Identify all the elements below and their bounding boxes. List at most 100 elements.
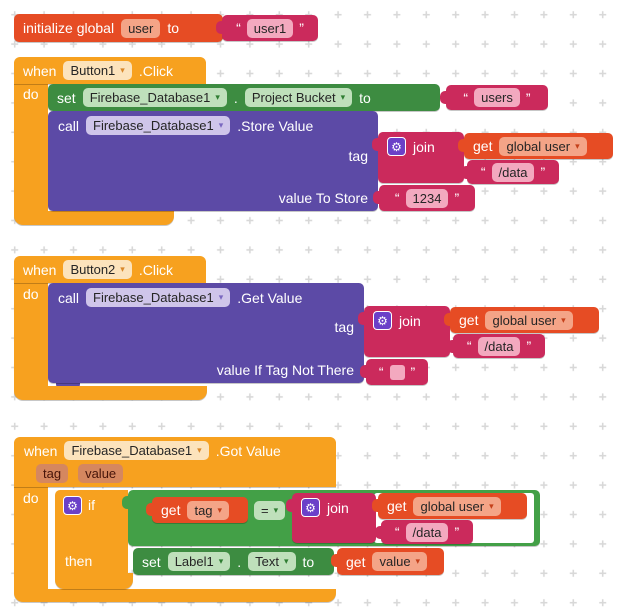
empty-string-field[interactable]	[389, 364, 405, 380]
call-keyword: call	[58, 289, 80, 306]
when-button2-click-block[interactable]: when Button2 ▾ .Click	[14, 256, 206, 283]
event-name: .Got Value	[215, 442, 281, 459]
string-value-field[interactable]: 1234	[405, 188, 449, 208]
text-string-block[interactable]: “ users ”	[440, 85, 548, 110]
component-dropdown[interactable]: Button2 ▾	[63, 260, 132, 279]
component-dropdown[interactable]: Button1 ▾	[63, 61, 132, 80]
component-name: Button1	[70, 63, 116, 78]
string-value-field[interactable]: users	[474, 88, 520, 107]
variable-dropdown[interactable]: global user ▾	[499, 136, 587, 156]
set-label-text-block[interactable]: set Label1 ▾ . Text ▾ to	[133, 548, 334, 575]
close-quote: ”	[454, 524, 460, 540]
get-variable-block[interactable]: get global user ▾	[444, 307, 599, 333]
get-variable-block[interactable]: get global user ▾	[458, 133, 613, 159]
string-value-field[interactable]: /data	[491, 162, 535, 182]
variable-name: global user	[506, 138, 571, 154]
dot-separator: .	[233, 89, 238, 106]
join-block[interactable]: ⚙ join	[372, 132, 464, 183]
when-button1-body[interactable]: do	[14, 80, 48, 211]
when-button2-body[interactable]: do	[14, 280, 48, 386]
mutator-gear-icon[interactable]: ⚙	[63, 496, 82, 515]
open-quote: “	[463, 89, 469, 106]
tag-param-label: tag	[334, 319, 354, 335]
component-dropdown[interactable]: Firebase_Database1 ▾	[86, 288, 231, 307]
set-project-bucket-block[interactable]: set Firebase_Database1 ▾ . Project Bucke…	[48, 84, 440, 111]
tag-param-label: tag	[348, 148, 368, 164]
open-quote: “	[236, 20, 241, 36]
text-string-block[interactable]: “ /data ”	[461, 160, 559, 184]
text-string-block[interactable]: “ /data ”	[375, 520, 473, 544]
call-get-value-block[interactable]: call Firebase_Database1 ▾ .Get Value tag…	[48, 283, 364, 383]
property-dropdown[interactable]: Project Bucket ▾	[244, 88, 353, 107]
text-string-block[interactable]: “ user1 ”	[216, 15, 318, 41]
string-value-field[interactable]: user1	[246, 18, 294, 38]
property-name: Text	[255, 554, 279, 569]
variable-name: value	[379, 554, 411, 569]
component-dropdown[interactable]: Label1 ▾	[167, 552, 231, 571]
get-keyword: get	[161, 502, 181, 518]
mutator-gear-icon[interactable]: ⚙	[387, 137, 406, 156]
text-string-block[interactable]: “ /data ”	[447, 334, 545, 358]
to-keyword: to	[167, 20, 180, 36]
event-param-tag[interactable]: tag	[36, 464, 69, 483]
operator-dropdown[interactable]: = ▾	[254, 501, 286, 520]
property-dropdown[interactable]: Text ▾	[248, 552, 296, 571]
set-keyword: set	[142, 553, 161, 570]
variable-name: global user	[420, 498, 485, 514]
then-keyword: then	[65, 553, 93, 569]
when-button1-bottom[interactable]	[14, 211, 174, 225]
chevron-down-icon: ▾	[575, 140, 580, 151]
if-keyword: if	[88, 497, 95, 513]
mutator-gear-icon[interactable]: ⚙	[301, 498, 320, 517]
get-variable-block[interactable]: get tag ▾	[146, 497, 248, 523]
get-keyword: get	[346, 553, 366, 570]
variable-dropdown[interactable]: global user ▾	[413, 496, 501, 516]
event-param-value[interactable]: value	[78, 464, 124, 483]
when-gotvalue-body[interactable]: do	[14, 484, 48, 589]
initialize-global-block[interactable]: initialize global user to	[14, 14, 223, 42]
join-block[interactable]: ⚙ join	[286, 493, 376, 543]
call-store-value-block[interactable]: call Firebase_Database1 ▾ .Store Value t…	[48, 111, 378, 211]
if-block[interactable]: ⚙ if then	[55, 490, 128, 575]
if-block-bottom[interactable]	[55, 573, 133, 589]
chevron-down-icon: ▾	[197, 445, 202, 455]
variable-dropdown[interactable]: global user ▾	[485, 310, 573, 330]
when-keyword: when	[23, 261, 57, 278]
when-gotvalue-bottom[interactable]	[14, 589, 336, 602]
chevron-down-icon: ▾	[215, 92, 220, 102]
string-value-field[interactable]: /data	[477, 336, 521, 356]
chevron-down-icon: ▾	[415, 556, 421, 566]
mutator-gear-icon[interactable]: ⚙	[373, 311, 392, 330]
method-name: .Get Value	[237, 289, 303, 306]
variable-dropdown[interactable]: tag ▾	[187, 500, 230, 520]
when-keyword: when	[23, 62, 57, 79]
component-dropdown[interactable]: Firebase_Database1 ▾	[86, 116, 231, 135]
get-variable-block[interactable]: get value ▾	[331, 548, 444, 575]
value-if-tag-not-there-label: value If Tag Not There	[216, 362, 354, 378]
close-quote: ”	[410, 364, 416, 380]
property-name: Project Bucket	[251, 90, 336, 105]
join-block[interactable]: ⚙ join	[358, 306, 450, 357]
get-variable-block[interactable]: get global user ▾	[372, 493, 527, 519]
get-keyword: get	[387, 498, 407, 514]
text-string-block[interactable]: “ 1234 ”	[373, 185, 475, 211]
when-gotvalue-block[interactable]: when Firebase_Database1 ▾ .Got Value tag…	[14, 437, 336, 487]
equals-comparison-block[interactable]: get tag ▾ = ▾ ⚙ join get global user ▾ “	[122, 490, 540, 546]
variable-name-field[interactable]: user	[121, 18, 161, 38]
empty-text-string-block[interactable]: “ ”	[360, 359, 428, 385]
get-keyword: get	[473, 138, 493, 154]
open-quote: “	[466, 338, 472, 354]
when-button2-bottom[interactable]	[14, 386, 207, 400]
string-value-field[interactable]: /data	[405, 522, 449, 542]
variable-name: global user	[492, 312, 557, 328]
when-keyword: when	[24, 442, 58, 459]
component-name: Firebase_Database1	[93, 290, 214, 305]
component-dropdown[interactable]: Firebase_Database1 ▾	[64, 441, 209, 460]
variable-dropdown[interactable]: value ▾	[372, 552, 428, 571]
close-quote: ”	[299, 20, 304, 36]
component-name: Firebase_Database1	[71, 443, 193, 458]
component-name: Button2	[70, 262, 116, 277]
component-dropdown[interactable]: Firebase_Database1 ▾	[82, 88, 227, 107]
when-button1-click-block[interactable]: when Button1 ▾ .Click	[14, 57, 206, 84]
